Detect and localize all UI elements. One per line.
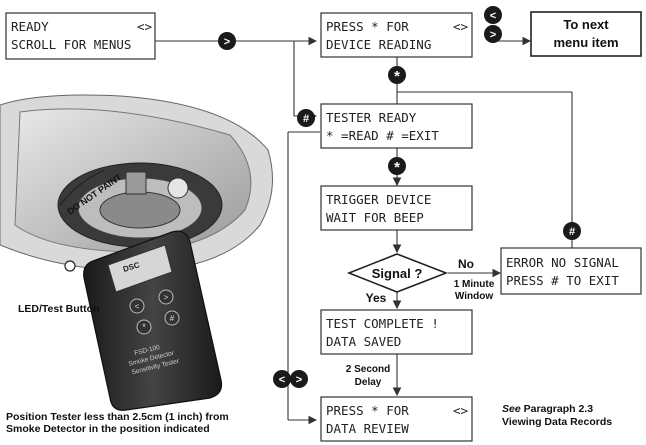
star-key-badge-2: * xyxy=(388,157,406,176)
prev-key-badge-bottom: < xyxy=(273,370,291,388)
delay-line2: Delay xyxy=(355,377,382,388)
screen-error-line2: PRESS # TO EXIT xyxy=(506,273,619,288)
reference-line2: Viewing Data Records xyxy=(502,416,612,428)
screen-tester-ready-line2: * =READ # =EXIT xyxy=(326,128,439,143)
svg-text:See Paragraph 2.3: See Paragraph 2.3 xyxy=(502,403,593,415)
screen-test-complete: TEST COMPLETE ! DATA SAVED xyxy=(320,309,473,355)
star-key-badge-1: * xyxy=(388,66,406,85)
svg-text:>: > xyxy=(164,293,169,302)
screen-ready: READY <> SCROLL FOR MENUS xyxy=(5,12,156,60)
prev-key-glyph-bottom: < xyxy=(279,374,285,386)
hash-key-badge-2: # xyxy=(563,222,581,240)
next-key-glyph-top: > xyxy=(490,29,496,41)
screen-complete-line2: DATA SAVED xyxy=(326,334,401,349)
screen-error-line1: ERROR NO SIGNAL xyxy=(506,255,619,270)
signal-decision: Signal ? No Yes 1 Minute Window xyxy=(346,253,495,305)
screen-ready-line1: READY xyxy=(11,19,49,34)
screen-review-line1: PRESS * FOR xyxy=(326,403,409,418)
screen-data-review: PRESS * FOR <> DATA REVIEW xyxy=(320,396,473,442)
screen-review-arrows: <> xyxy=(453,403,468,418)
prev-key-glyph-top: < xyxy=(490,10,496,22)
hash-key-glyph-2: # xyxy=(569,226,575,238)
decision-label: Signal ? xyxy=(372,266,423,281)
timeout-line1: 1 Minute xyxy=(454,279,495,290)
screen-tester-ready-line1: TESTER READY xyxy=(326,110,417,125)
hash-key-badge-1: # xyxy=(297,109,315,127)
led-test-button-label: LED/Test Button xyxy=(18,303,99,315)
star-key-glyph-1: * xyxy=(394,68,400,85)
screen-press-read-line1: PRESS * FOR xyxy=(326,19,409,34)
next-item-line2: menu item xyxy=(553,35,618,50)
next-key-glyph-bottom: > xyxy=(296,374,302,386)
reference-paragraph: Paragraph 2.3 xyxy=(521,403,594,415)
svg-text:<: < xyxy=(135,302,140,311)
screen-complete-line1: TEST COMPLETE ! xyxy=(326,316,439,331)
hash-key-glyph-1: # xyxy=(303,113,309,125)
screen-press-read-arrows: <> xyxy=(453,19,468,34)
next-key-glyph: > xyxy=(224,36,230,48)
next-menu-item-box: To next menu item xyxy=(530,11,642,57)
screen-trigger-device: TRIGGER DEVICE WAIT FOR BEEP xyxy=(320,185,473,231)
screen-review-line2: DATA REVIEW xyxy=(326,421,409,436)
reference-see: See xyxy=(502,403,521,415)
svg-text:*: * xyxy=(142,322,146,332)
decision-yes-label: Yes xyxy=(366,291,387,305)
screen-ready-line2: SCROLL FOR MENUS xyxy=(11,37,131,52)
caption-line1: Position Tester less than 2.5cm (1 inch)… xyxy=(6,411,229,423)
paragraph-reference: See Paragraph 2.3 Viewing Data Records xyxy=(502,403,612,428)
star-key-glyph-2: * xyxy=(394,159,400,176)
prev-key-badge-top: < xyxy=(484,6,502,24)
screen-press-read-line2: DEVICE READING xyxy=(326,37,431,52)
sensitivity-tester-illustration: DSC < > * # FSD-100 Smoke Detector Sensi… xyxy=(83,230,223,411)
smoke-detector-illustration: DO NOT PAINT xyxy=(0,94,273,273)
next-key-badge-bottom: > xyxy=(290,370,308,388)
decision-no-label: No xyxy=(458,257,474,271)
screen-press-device-reading: PRESS * FOR <> DEVICE READING xyxy=(320,12,473,58)
delay-line1: 2 Second xyxy=(346,364,390,375)
screen-error-no-signal: ERROR NO SIGNAL PRESS # TO EXIT xyxy=(500,247,642,295)
timeout-line2: Window xyxy=(455,291,493,302)
next-key-badge: > xyxy=(218,32,236,50)
svg-text:#: # xyxy=(170,314,175,323)
screen-trigger-line1: TRIGGER DEVICE xyxy=(326,192,431,207)
led-test-button-icon xyxy=(64,260,76,272)
next-item-line1: To next xyxy=(563,17,609,32)
caption-line2: Smoke Detector in the position indicated xyxy=(6,423,210,435)
next-key-badge-top: > xyxy=(484,25,502,43)
screen-ready-arrows: <> xyxy=(137,19,152,34)
screen-tester-ready: TESTER READY * =READ # =EXIT xyxy=(320,103,473,149)
screen-trigger-line2: WAIT FOR BEEP xyxy=(326,210,424,225)
